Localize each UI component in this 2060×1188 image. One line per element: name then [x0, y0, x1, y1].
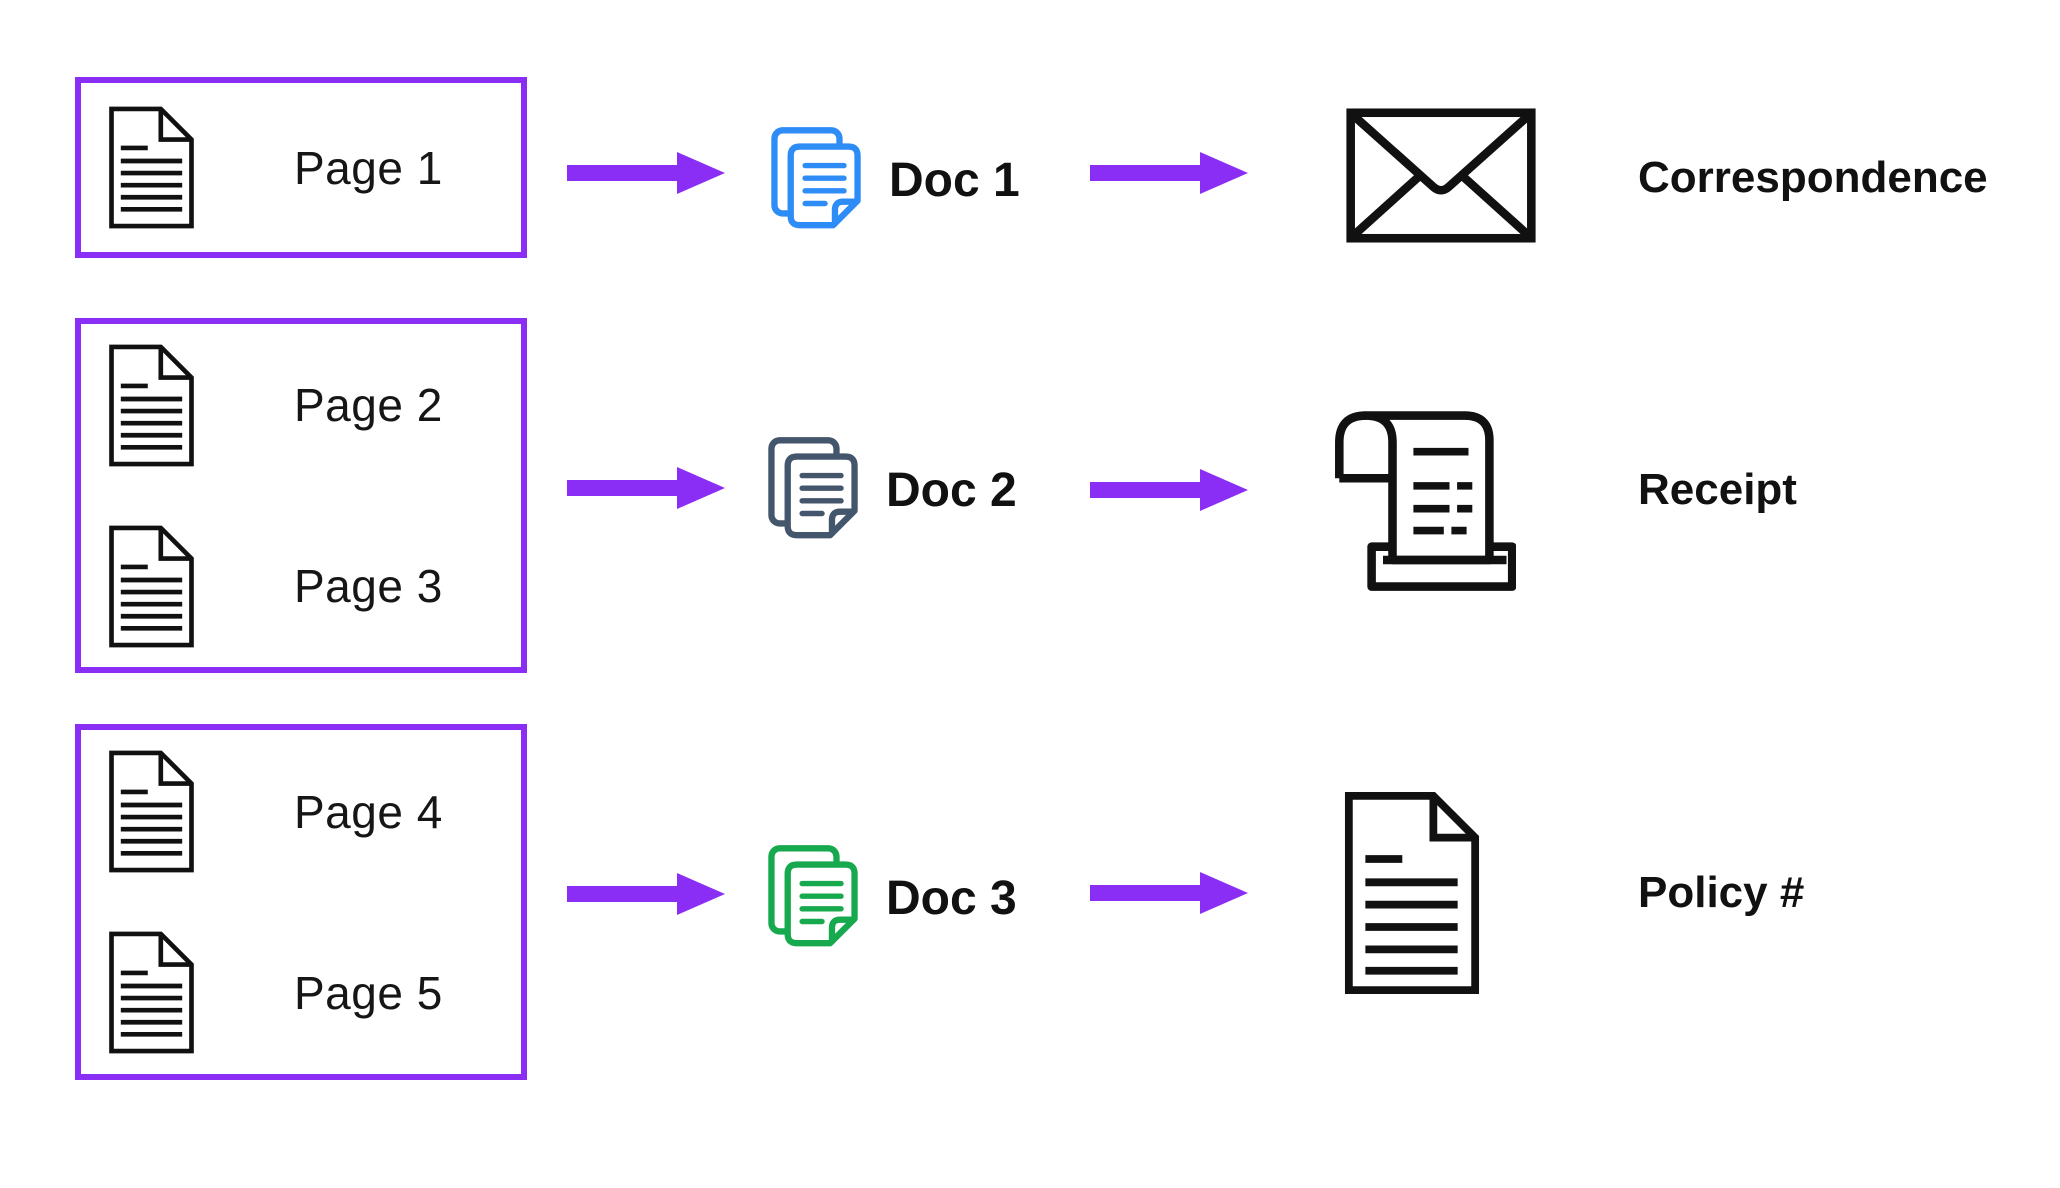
page-group-box-1: Page 1 — [75, 77, 527, 258]
arrow-right-icon — [567, 871, 727, 917]
page-icon — [105, 105, 198, 230]
page-icon — [105, 749, 198, 874]
page-icon — [105, 524, 198, 649]
category-label: Receipt — [1638, 465, 1797, 514]
category-label: Policy # — [1638, 868, 1805, 917]
doc-label: Doc 2 — [886, 463, 1017, 517]
doc-stack-icon — [762, 434, 864, 546]
page-icon — [105, 343, 198, 468]
page-label: Page 2 — [294, 379, 443, 431]
page-label: Page 3 — [294, 560, 443, 612]
arrow-right-icon — [567, 465, 727, 511]
page-icon — [105, 930, 198, 1055]
doc-group-3: Doc 3 — [762, 842, 1017, 954]
page-entry: Page 4 — [81, 749, 521, 874]
envelope-icon — [1345, 108, 1537, 243]
page-label: Page 5 — [294, 966, 443, 1019]
arrow-right-icon — [1090, 150, 1250, 196]
page-group-box-3: Page 4 Page 5 — [75, 724, 527, 1080]
arrow-right-icon — [567, 150, 727, 196]
page-entry: Page 3 — [81, 524, 521, 649]
doc-label: Doc 1 — [889, 153, 1020, 207]
doc-group-1: Doc 1 — [765, 124, 1020, 236]
arrow-right-icon — [1090, 870, 1250, 916]
page-entry: Page 5 — [81, 930, 521, 1055]
receipt-icon — [1326, 390, 1516, 596]
policy-document-icon — [1340, 791, 1484, 995]
page-entry: Page 2 — [81, 343, 521, 468]
doc-stack-icon — [762, 842, 864, 954]
arrow-right-icon — [1090, 467, 1250, 513]
page-group-box-2: Page 2 Page 3 — [75, 318, 527, 673]
category-label: Correspondence — [1638, 153, 1988, 202]
doc-label: Doc 3 — [886, 871, 1017, 925]
doc-stack-icon — [765, 124, 867, 236]
doc-group-2: Doc 2 — [762, 434, 1017, 546]
page-entry: Page 1 — [81, 105, 521, 230]
page-label: Page 1 — [294, 141, 443, 194]
page-label: Page 4 — [294, 785, 443, 838]
